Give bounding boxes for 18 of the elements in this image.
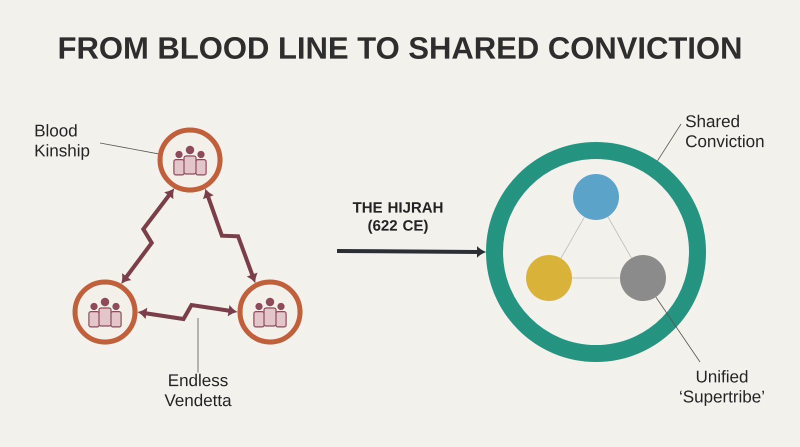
dot	[526, 255, 572, 301]
leader-line	[100, 142, 158, 154]
leader-line	[657, 124, 682, 162]
link-line	[560, 216, 585, 259]
callout-text: Unified ‘Supertribe’	[680, 370, 764, 406]
dot	[620, 255, 666, 301]
zigzag-arrow	[122, 189, 174, 283]
callout-text: Blood Kinship	[36, 124, 90, 160]
title: FROM BLOOD LINE TO SHARED CONVICTION	[60, 37, 740, 59]
callout-text: Endless Vendetta	[164, 374, 232, 406]
link-line	[608, 216, 632, 258]
arrow	[337, 247, 485, 257]
zigzag-arrow	[138, 302, 236, 322]
callout-text: Shared Conviction	[686, 114, 764, 148]
dot	[573, 174, 619, 220]
leader-line	[656, 296, 700, 362]
zigzag-arrow	[204, 190, 257, 282]
edge-label: THE HIJRAH (622 CE)	[352, 202, 442, 234]
